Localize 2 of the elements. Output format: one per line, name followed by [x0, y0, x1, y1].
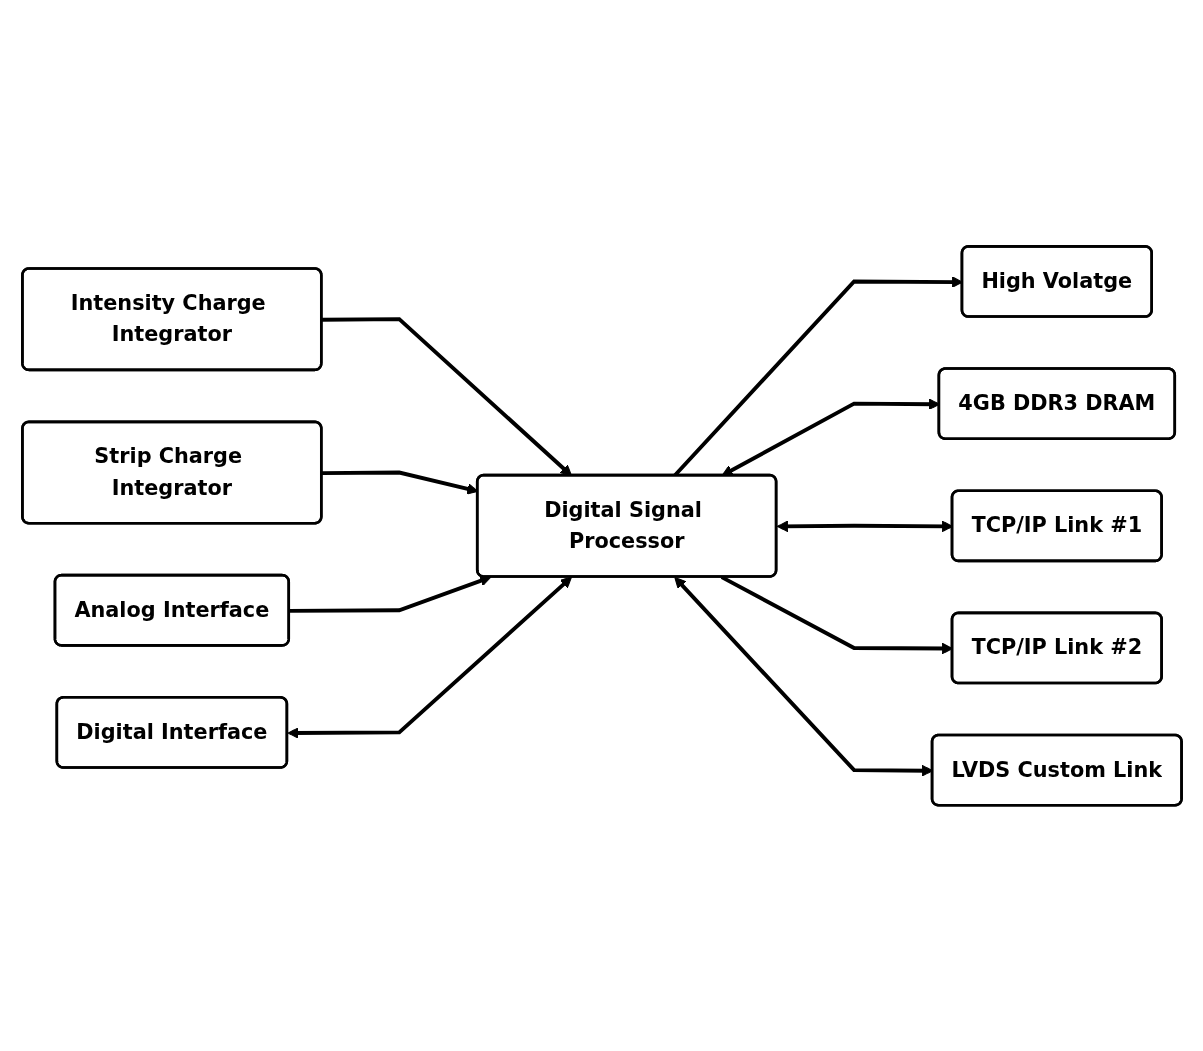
- arrow: [288, 574, 491, 613]
- arrow: [287, 576, 572, 739]
